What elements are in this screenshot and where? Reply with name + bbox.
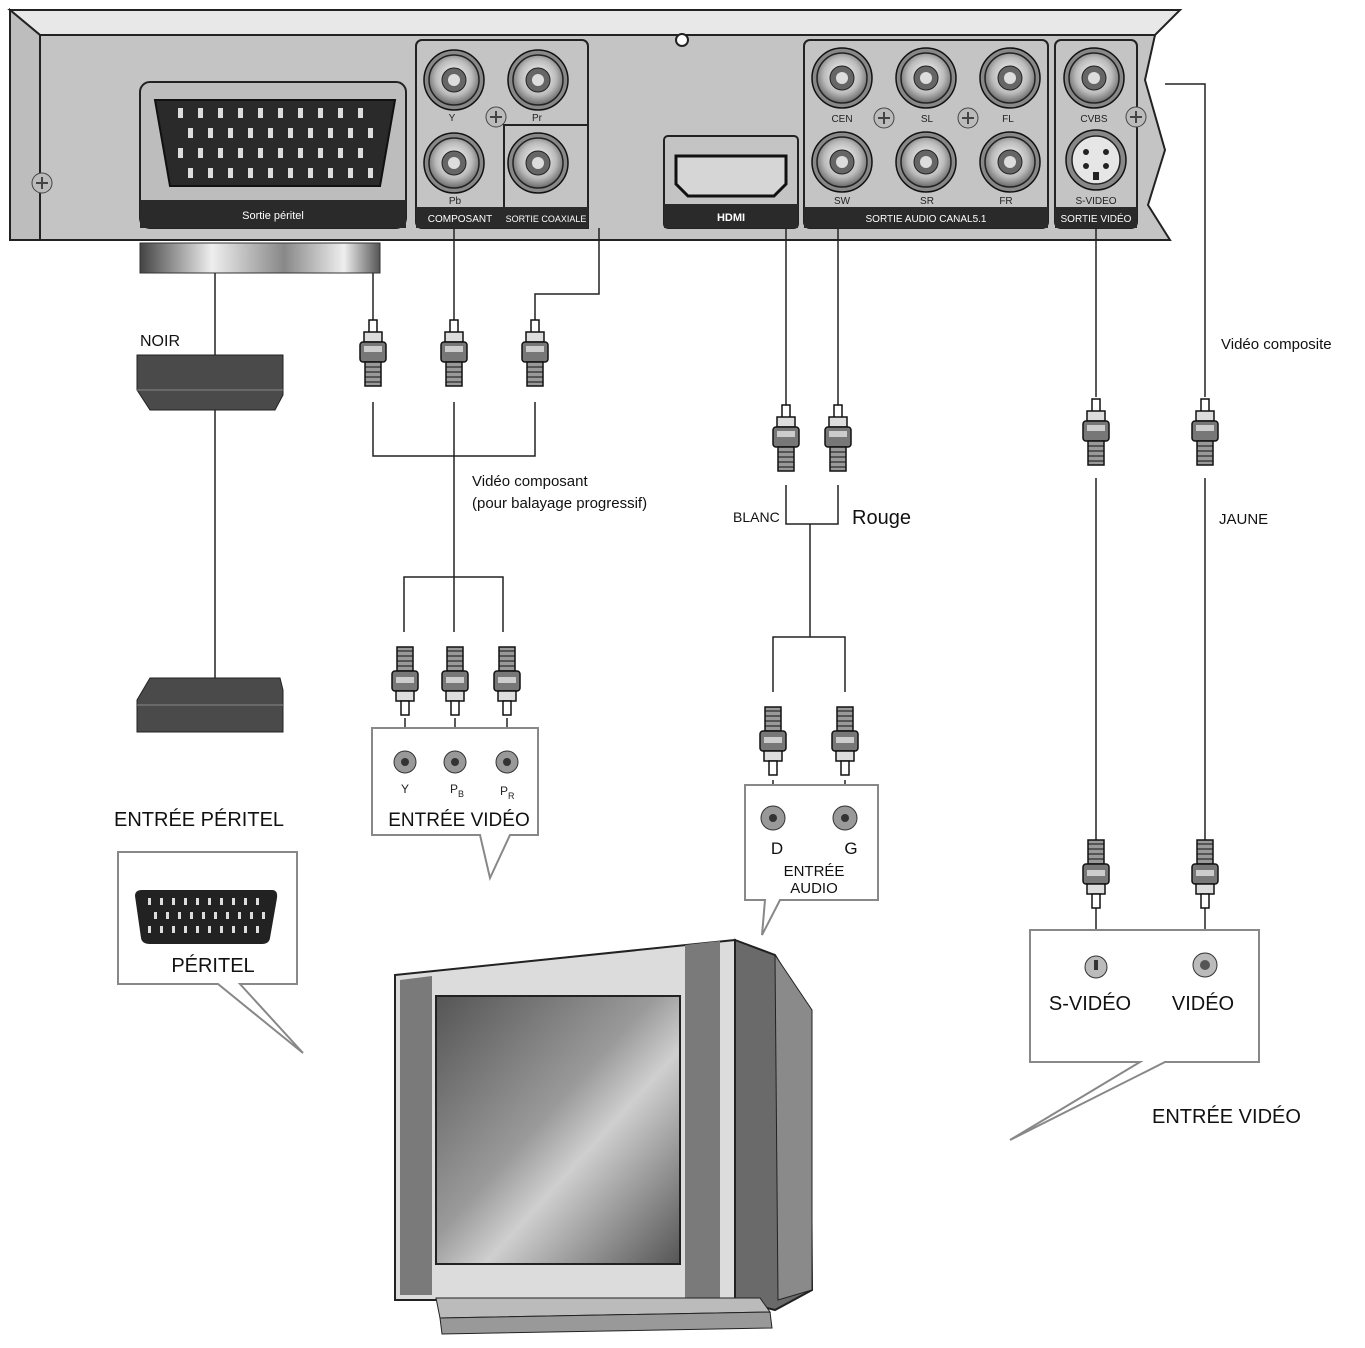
tv-pr-sub-label: R <box>508 791 515 801</box>
television-icon <box>394 938 814 1335</box>
video-composite-label: Vidéo composite <box>1221 336 1332 353</box>
scart-output-label: Sortie péritel <box>242 210 304 222</box>
jack-sl-icon <box>895 47 957 109</box>
entree-audio-label-1: ENTRÉE <box>784 863 845 880</box>
peritel-label: PÉRITEL <box>171 954 254 977</box>
input-jack-g-icon <box>832 805 858 831</box>
rouge-label: Rouge <box>852 507 911 529</box>
jack-svideo-label: S-VIDEO <box>1075 196 1116 207</box>
coaxial-label: SORTIE COAXIALE <box>506 214 587 224</box>
scart-connector-bottom-icon <box>136 677 284 733</box>
screw-icon <box>1125 106 1147 128</box>
plug-icon <box>521 319 549 387</box>
screw-icon <box>957 107 979 129</box>
jack-sr-label: SR <box>920 196 934 207</box>
component-plugs-bottom <box>391 646 521 716</box>
jack-cvbs-label: CVBS <box>1080 114 1108 125</box>
player-rear-panel: Sortie péritel Y Pr Pb COMPOSANT SORTIE … <box>7 7 1183 241</box>
balayage-label: (pour balayage progressif) <box>472 495 647 512</box>
blanc-label: BLANC <box>733 509 780 525</box>
hdmi-label: HDMI <box>717 212 745 224</box>
jack-pb-label: Pb <box>449 196 462 207</box>
component-input-callout: Y P B P R ENTRÉE VIDÉO <box>371 727 539 882</box>
noir-label: NOIR <box>140 333 180 350</box>
tv-y-label: Y <box>401 782 409 796</box>
jack-fr-icon <box>979 131 1041 193</box>
hdmi-output: HDMI <box>663 135 799 229</box>
jack-sl-label: SL <box>921 114 934 125</box>
entree-audio-label-2: AUDIO <box>790 880 838 897</box>
jack-sw-label: SW <box>834 196 851 207</box>
jaune-label: JAUNE <box>1219 511 1268 528</box>
video-composant-label: Vidéo composant <box>472 473 588 490</box>
jack-sr-icon <box>895 131 957 193</box>
panel-hole-icon <box>675 33 689 47</box>
video-output: CVBS S-VIDEO SORTIE VIDÉO <box>1054 39 1147 229</box>
scart-plug-icon <box>139 242 381 274</box>
jack-cvbs-icon <box>1063 47 1125 109</box>
video-input-label: VIDÉO <box>1172 992 1234 1015</box>
audio51-label: SORTIE AUDIO CANAL5.1 <box>866 214 987 225</box>
component-label: COMPOSANT <box>428 214 492 225</box>
scart-input-callout: ENTRÉE PÉRITEL PÉRITEL <box>114 808 304 1054</box>
input-jack-pr-icon <box>495 750 519 774</box>
video-input-callout: S-VIDÉO VIDÉO <box>1009 929 1260 1141</box>
tv-pb-label: P <box>450 782 458 796</box>
screw-icon <box>873 107 895 129</box>
audio-g-label: G <box>844 839 857 858</box>
input-jack-pb-icon <box>443 750 467 774</box>
scart-input-icon <box>135 890 278 944</box>
audio-plugs-bottom <box>759 706 859 776</box>
video-plugs-bottom <box>1082 839 1219 909</box>
screw-icon <box>485 106 507 128</box>
entree-video-component-label: ENTRÉE VIDÉO <box>388 810 529 831</box>
jack-pr-icon <box>507 49 569 111</box>
component-output: Y Pr Pb COMPOSANT SORTIE COAXIALE <box>415 39 589 229</box>
jack-fl-icon <box>979 47 1041 109</box>
jack-fr-label: FR <box>999 196 1012 207</box>
jack-sw-icon <box>811 131 873 193</box>
jack-y-label: Y <box>449 113 456 124</box>
jack-y-icon <box>423 49 485 111</box>
video-plugs-top <box>1082 398 1219 466</box>
input-jack-d-icon <box>760 805 786 831</box>
audio-input-callout: D G ENTRÉE AUDIO <box>744 784 879 936</box>
svideo-input-icon <box>1084 955 1108 979</box>
entree-peritel-label: ENTRÉE PÉRITEL <box>114 808 284 831</box>
video-input-icon <box>1192 952 1218 978</box>
plug-icon <box>359 319 387 387</box>
scart-connector-top-icon <box>136 354 284 411</box>
tv-pr-label: P <box>500 784 508 798</box>
entree-video-right-label: ENTRÉE VIDÉO <box>1152 1105 1301 1128</box>
audio51-output: CEN SL FL SW SR FR SORTIE AUDIO CANAL5.1 <box>803 39 1049 229</box>
plug-icon <box>440 319 468 387</box>
scart-output: Sortie péritel <box>139 81 407 229</box>
audio-d-label: D <box>771 839 783 858</box>
jack-fl-label: FL <box>1002 114 1014 125</box>
tv-pb-sub-label: B <box>458 789 464 799</box>
component-plugs-top <box>359 319 549 387</box>
input-jack-y-icon <box>393 750 417 774</box>
jack-cen-label: CEN <box>831 114 852 125</box>
jack-cen-icon <box>811 47 873 109</box>
jack-coaxial-icon <box>507 132 569 194</box>
audio-plugs-top <box>772 404 852 472</box>
jack-pr-label: Pr <box>532 113 543 124</box>
jack-pb-icon <box>423 132 485 194</box>
svideo-input-label: S-VIDÉO <box>1049 992 1131 1015</box>
svideo-jack-icon <box>1065 129 1127 191</box>
side-screw-icon <box>31 172 53 194</box>
svideo-output-label: SORTIE VIDÉO <box>1061 212 1132 225</box>
